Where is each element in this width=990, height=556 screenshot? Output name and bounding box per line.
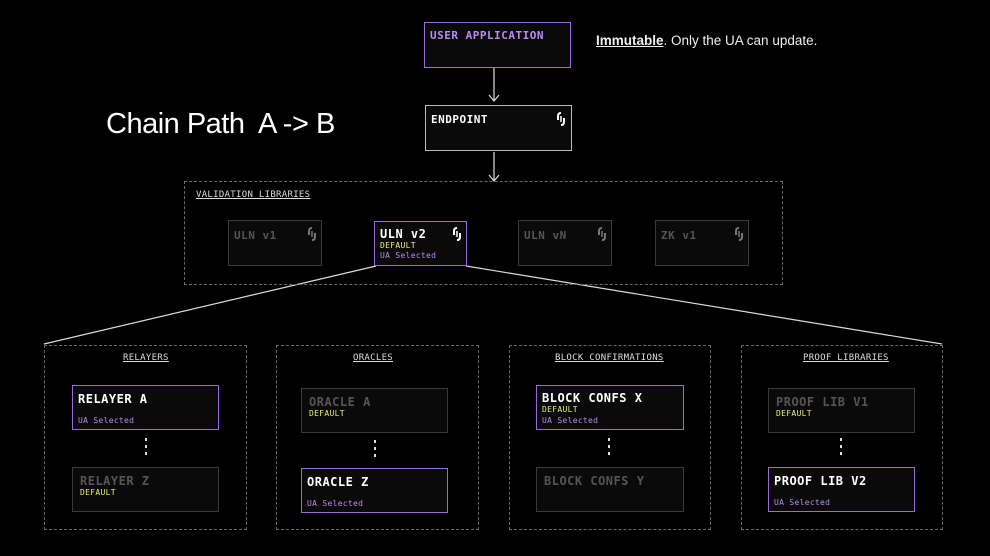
- oracle-z-box[interactable]: ORACLE Z UA Selected: [301, 468, 448, 513]
- zk-v1-label: ZK v1: [661, 229, 697, 242]
- block-confirmations-group: [509, 345, 711, 530]
- proof-lib-v1-box[interactable]: PROOF LIB V1 DEFAULT: [768, 388, 915, 433]
- immutable-note-bold: Immutable: [596, 33, 664, 48]
- proof-lib-v2-label: PROOF LIB V2: [774, 474, 867, 488]
- uln-v1-box[interactable]: ULN v1: [228, 220, 322, 266]
- oracle-z-label: ORACLE Z: [307, 475, 369, 489]
- endpoint-label: ENDPOINT: [431, 113, 488, 126]
- relayer-a-tag: UA Selected: [78, 416, 135, 425]
- relayer-z-box[interactable]: RELAYER Z DEFAULT: [72, 467, 219, 512]
- proof-libraries-label: PROOF LIBRARIES: [803, 353, 889, 363]
- immutable-note-rest: . Only the UA can update.: [663, 33, 818, 48]
- relayers-ellipsis: [145, 438, 148, 455]
- relayer-a-label: RELAYER A: [78, 392, 148, 406]
- proof-lib-v1-label: PROOF LIB V1: [776, 395, 869, 409]
- uln-v2-default-tag: DEFAULT: [380, 241, 416, 250]
- block-confs-x-default-tag: DEFAULT: [542, 405, 578, 414]
- block-confs-y-label: BLOCK CONFS Y: [544, 474, 645, 488]
- page-title: Chain Path A -> B: [106, 108, 335, 140]
- layerzero-icon: [598, 227, 606, 241]
- block-confs-x-label: BLOCK CONFS X: [542, 391, 643, 405]
- endpoint-box[interactable]: ENDPOINT: [425, 105, 572, 151]
- relayers-label: RELAYERS: [123, 353, 169, 363]
- relayer-z-tag: DEFAULT: [80, 488, 116, 497]
- relayer-z-label: RELAYER Z: [80, 474, 150, 488]
- layerzero-icon: [557, 112, 565, 126]
- relayer-a-box[interactable]: RELAYER A UA Selected: [72, 385, 219, 430]
- block-confs-ellipsis: [608, 438, 611, 455]
- block-confirmations-label: BLOCK CONFIRMATIONS: [555, 353, 664, 363]
- uln-v1-label: ULN v1: [234, 229, 277, 242]
- oracle-z-tag: UA Selected: [307, 499, 364, 508]
- oracles-label: ORACLES: [353, 353, 394, 363]
- proof-lib-v2-box[interactable]: PROOF LIB V2 UA Selected: [768, 467, 915, 512]
- user-application-box[interactable]: USER APPLICATION: [424, 22, 571, 68]
- uln-vn-label: ULN vN: [524, 229, 567, 242]
- relayers-group: [44, 345, 247, 530]
- block-confs-x-selected-tag: UA Selected: [542, 416, 599, 425]
- uln-v2-selected-tag: UA Selected: [380, 251, 437, 260]
- uln-vn-box[interactable]: ULN vN: [518, 220, 612, 266]
- layerzero-icon: [453, 227, 461, 241]
- oracles-ellipsis: [374, 440, 377, 457]
- proof-libraries-ellipsis: [840, 438, 843, 455]
- oracle-a-tag: DEFAULT: [309, 409, 345, 418]
- uln-v2-label: ULN v2: [380, 227, 427, 241]
- zk-v1-box[interactable]: ZK v1: [655, 220, 749, 266]
- validation-libraries-group: [184, 181, 783, 285]
- validation-libraries-label: VALIDATION LIBRARIES: [196, 190, 311, 200]
- oracles-group: [276, 345, 479, 530]
- layerzero-icon: [735, 227, 743, 241]
- proof-lib-v1-tag: DEFAULT: [776, 409, 812, 418]
- layerzero-icon: [308, 227, 316, 241]
- oracle-a-label: ORACLE A: [309, 395, 371, 409]
- user-application-label: USER APPLICATION: [430, 29, 544, 42]
- proof-libraries-group: [741, 345, 943, 530]
- proof-lib-v2-tag: UA Selected: [774, 498, 831, 507]
- oracle-a-box[interactable]: ORACLE A DEFAULT: [301, 388, 448, 433]
- uln-v2-box[interactable]: ULN v2 DEFAULT UA Selected: [374, 221, 467, 266]
- immutable-note: Immutable. Only the UA can update.: [596, 33, 817, 48]
- block-confs-x-box[interactable]: BLOCK CONFS X DEFAULT UA Selected: [536, 385, 684, 430]
- block-confs-y-box[interactable]: BLOCK CONFS Y: [536, 467, 684, 512]
